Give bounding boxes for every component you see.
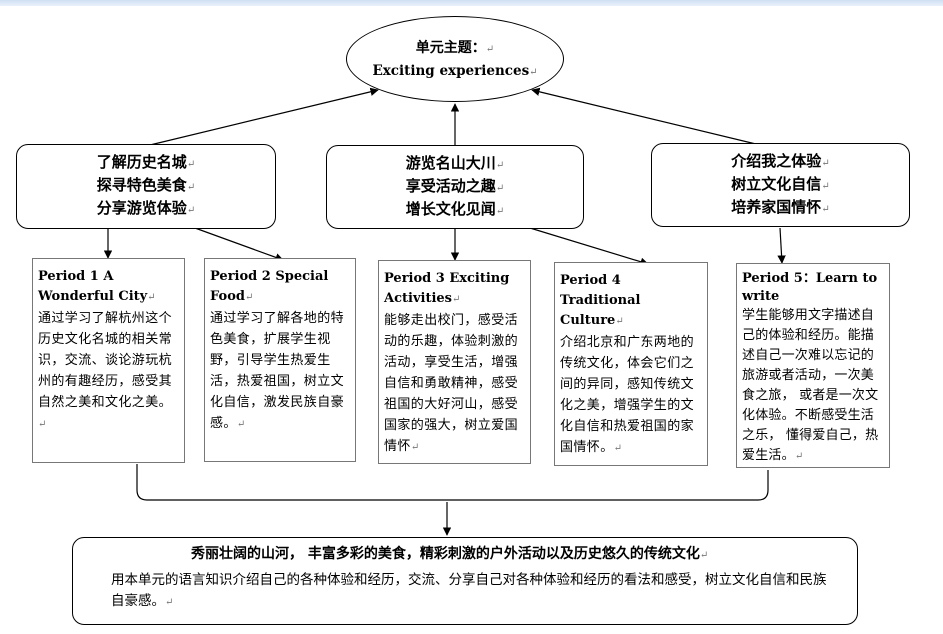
theme-box-3: 介绍我之体验↵ 树立文化自信↵ 培养家国情怀↵ (651, 143, 910, 227)
theme-box-2: 游览名山大川↵ 享受活动之趣↵ 增长文化见闻↵ (326, 145, 584, 229)
unit-theme-label: 单元主题： (415, 40, 486, 56)
period-2-body: 通过学习了解各地的特色美食，扩展学生视野，引导学生热爱生活，热爱祖国，树立文化自… (210, 311, 345, 431)
theme-3-line-1: 介绍我之体验 (731, 152, 822, 170)
arrow-theme1-to-period2 (194, 227, 284, 262)
theme-2-line-3: 增长文化见闻 (405, 200, 496, 218)
summary-body: 用本单元的语言知识介绍自己的各种体验和经历，交流、分享自己对各种体验和经历的看法… (111, 572, 827, 609)
period-box-1: Period 1 A Wonderful City↵ 通过学习了解杭州这个历史文… (32, 258, 185, 463)
theme-2-line-2: 享受活动之趣 (405, 177, 496, 195)
arrow-theme2-to-period4 (529, 227, 649, 266)
theme-3-line-3: 培养家国情怀 (731, 198, 822, 216)
period-box-2: Period 2 Special Food↵ 通过学习了解各地的特色美食，扩展学… (204, 258, 356, 462)
unit-theme-title: Exciting experiences (372, 63, 530, 79)
period-1-body: 通过学习了解杭州这个历史文化名城的相关常识，交流、谈论游玩杭州的有趣经历，感受其… (38, 311, 173, 410)
period-3-body: 能够走出校门，感受活动的乐趣，体验刺激的活动，享受生活，增强自信和勇敢精神，感受… (384, 313, 519, 454)
bracket-periods-to-summary (136, 464, 769, 501)
period-5-body: 学生能够用文字描述自己的体验和经历。能描述自己一次难以忘记的旅游或者活动，一次美… (742, 308, 879, 463)
theme-3-line-2: 树立文化自信 (731, 175, 822, 193)
theme-1-line-2: 探寻特色美食 (96, 176, 187, 194)
period-4-title: Period 4 Traditional Culture (560, 273, 641, 328)
theme-2-line-1: 游览名山大川 (405, 154, 496, 172)
theme-1-line-3: 分享游览体验 (96, 199, 187, 217)
theme-box-1: 了解历史名城↵ 探寻特色美食↵ 分享游览体验↵ (16, 144, 276, 229)
arrow-theme1-to-center (149, 87, 379, 146)
period-5-title: Period 5：Learn to write (742, 271, 878, 304)
summary-title: 秀丽壮阔的山河， 丰富多彩的美食，精彩刺激的户外活动以及历史悠久的传统文化 (191, 546, 700, 562)
unit-theme-ellipse: 单元主题：↵ Exciting experiences↵ (346, 16, 564, 102)
period-box-5: Period 5：Learn to write 学生能够用文字描述自己的体验和经… (736, 263, 890, 468)
summary-box: 秀丽壮阔的山河， 丰富多彩的美食，精彩刺激的户外活动以及历史悠久的传统文化↵ 用… (72, 537, 858, 625)
window-top-bar (0, 0, 943, 6)
period-box-4: Period 4 Traditional Culture↵ 介绍北京和广东两地的… (554, 262, 708, 466)
period-3-title: Period 3 Exciting Activities (384, 271, 510, 306)
theme-1-line-1: 了解历史名城 (96, 153, 187, 171)
arrow-theme3-to-period5 (777, 227, 786, 264)
period-1-title: Period 1 A Wonderful City (38, 269, 148, 304)
arrow-theme3-to-center (531, 87, 761, 146)
period-box-3: Period 3 Exciting Activities↵ 能够走出校门，感受活… (378, 260, 531, 464)
period-4-body: 介绍北京和广东两地的传统文化，体会它们之间的异同，感知传统文化之美，增强学生的文… (560, 335, 695, 455)
period-2-title: Period 2 Special Food (210, 269, 329, 304)
